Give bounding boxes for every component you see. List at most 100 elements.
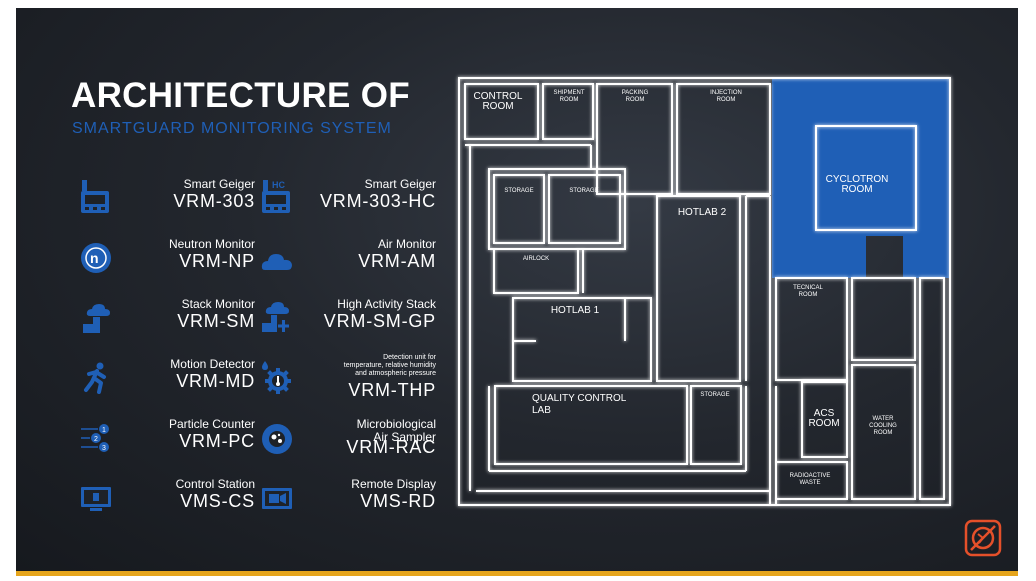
device-label: Motion Detector — [170, 357, 255, 371]
device-label-line: and atmospheric pressure — [355, 370, 436, 377]
monitor-icon — [81, 487, 111, 511]
hotlab-2 — [656, 195, 741, 382]
water-cooling-label: WATER — [873, 416, 895, 422]
device-code: VRM-303-HC — [319, 191, 436, 211]
device-code: VRM-SM-GP — [323, 311, 436, 331]
sampler-icon — [262, 424, 292, 454]
device-label: Particle Counter — [168, 417, 255, 431]
slide: ARCHITECTURE OF SMARTGUARD MONITORING SY… — [16, 8, 1018, 571]
svg-text:n: n — [90, 250, 99, 266]
shipment-room-label: SHIPMENT — [553, 90, 584, 96]
device-vrm-303-hc: HC Smart Geiger VRM-303-HC — [261, 176, 436, 226]
device-label-line: Detection unit for — [383, 354, 436, 361]
device-vms-rd: Remote Display VMS-RD — [261, 476, 436, 526]
device-code: VMS-CS — [180, 491, 255, 511]
device-label: Smart Geiger — [183, 177, 255, 191]
device-label: Stack Monitor — [181, 297, 255, 311]
hotlab-2-label: HOTLAB 2 — [678, 207, 727, 218]
tecnical-room-label: ROOM — [799, 292, 818, 298]
device-code: VRM-THP — [348, 380, 436, 400]
storage-2-label: STORAGE — [569, 188, 598, 194]
device-vrm-sm-gp: High Activity Stack VRM-SM-GP — [261, 296, 436, 346]
device-code: VRM-NP — [179, 251, 255, 271]
device-label-line: Air Sampler — [373, 430, 436, 444]
device-code: VRM-RAC — [346, 437, 436, 457]
device-code: VRM-MD — [176, 371, 255, 391]
device-vrm-np: n Neutron Monitor VRM-NP — [80, 236, 255, 286]
device-vrm-303: Smart Geiger VRM-303 — [80, 176, 255, 226]
thermo-gear-icon — [262, 361, 291, 394]
svg-text:1: 1 — [102, 427, 106, 434]
device-vrm-md: Motion Detector VRM-MD — [80, 356, 255, 406]
control-room-label: ROOM — [482, 101, 513, 112]
device-label-line: Microbiological — [356, 417, 436, 431]
hc-badge: HC — [272, 180, 285, 190]
stack-icon — [83, 304, 110, 333]
acs-room — [801, 381, 848, 458]
airlock — [493, 248, 579, 294]
floor-plan: CONTROL ROOM SHIPMENT ROOM PACKING ROOM … — [458, 77, 1002, 557]
water-cooling-room — [851, 364, 916, 500]
shipment-room-label: ROOM — [560, 97, 579, 103]
device-code: VRM-303 — [173, 191, 255, 211]
qc-lab-label: QUALITY CONTROL — [532, 393, 627, 404]
brand-logo-icon — [964, 519, 1002, 557]
quality-control-lab — [494, 385, 688, 465]
cloud-icon — [261, 254, 292, 270]
device-vrm-thp: Detection unit for temperature, relative… — [261, 354, 436, 406]
shipment-room — [542, 83, 594, 140]
room-labels: CONTROL ROOM SHIPMENT ROOM PACKING ROOM … — [474, 90, 898, 486]
injection-room-label: ROOM — [717, 97, 736, 103]
outer-wall — [458, 77, 951, 506]
packing-room-label: ROOM — [626, 97, 645, 103]
page-title: ARCHITECTURE OF — [71, 76, 410, 115]
device-label: Air Monitor — [377, 237, 436, 251]
control-room-label: CONTROL — [474, 91, 523, 102]
geiger-hc-icon: HC — [262, 180, 290, 213]
injection-room — [676, 83, 771, 195]
tecnical-room — [775, 277, 848, 381]
storage-2 — [548, 174, 621, 244]
running-person-icon — [84, 362, 106, 394]
airlock-label: AIRLOCK — [523, 256, 549, 262]
storage-3-label: STORAGE — [700, 392, 729, 398]
radioactive-waste-label: WASTE — [799, 480, 820, 486]
cyclotron-room-label: ROOM — [841, 184, 872, 195]
storage-1 — [493, 174, 545, 244]
device-code: VMS-RD — [360, 491, 436, 511]
particle-counter-icon: 123 — [81, 424, 109, 452]
control-room — [464, 83, 539, 140]
device-code: VRM-PC — [179, 431, 255, 451]
geiger-icon — [81, 180, 109, 213]
device-label: Remote Display — [351, 477, 436, 491]
device-label: Neutron Monitor — [168, 237, 255, 251]
tecnical-room-label: TECNICAL — [793, 285, 823, 291]
neutron-icon: n — [81, 243, 111, 273]
svg-text:2: 2 — [94, 436, 98, 443]
device-vms-cs: Control Station VMS-CS — [80, 476, 255, 526]
device-vrm-rac: Microbiological Air Sampler VRM-RAC — [261, 416, 436, 466]
right-room-top — [851, 277, 916, 361]
water-cooling-label: COOLING — [869, 423, 897, 429]
svg-text:3: 3 — [102, 445, 106, 452]
device-label: High Activity Stack — [337, 297, 436, 311]
display-icon — [262, 488, 292, 509]
bottom-accent-bar — [16, 571, 1018, 576]
walls — [458, 77, 951, 506]
water-cooling-label: ROOM — [874, 430, 893, 436]
device-label: Smart Geiger — [364, 177, 436, 191]
device-label-line: temperature, relative humidity — [343, 362, 436, 369]
cyclotron-room-label: CYCLOTRON — [826, 174, 889, 185]
hotlab-1-label: HOTLAB 1 — [551, 305, 600, 316]
injection-room-label: INJECTION — [710, 90, 742, 96]
device-code: VRM-AM — [358, 251, 436, 271]
device-vrm-sm: Stack Monitor VRM-SM — [80, 296, 255, 346]
stack-plus-icon — [262, 302, 289, 332]
qc-lab-label: LAB — [532, 405, 551, 416]
right-shaft — [919, 277, 945, 500]
page-subtitle: SMARTGUARD MONITORING SYSTEM — [72, 120, 392, 137]
hotlab-1 — [512, 297, 652, 382]
storage-3 — [690, 385, 742, 465]
packing-room — [596, 83, 673, 195]
